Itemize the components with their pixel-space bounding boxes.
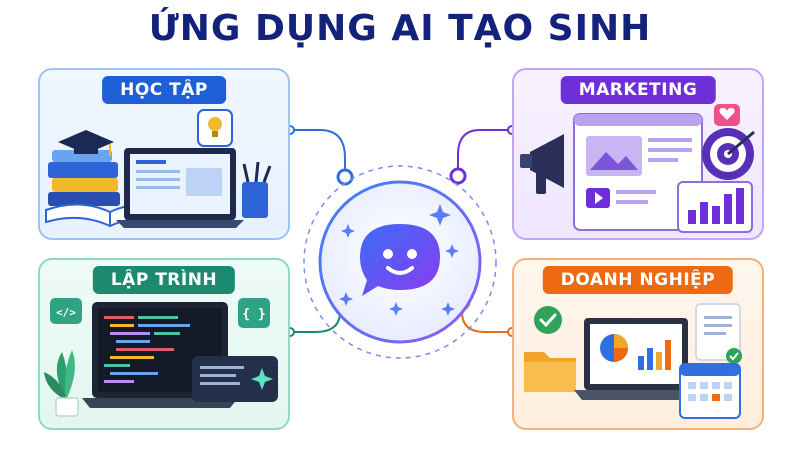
check-circle-icon <box>534 306 562 334</box>
book-stack-icon <box>48 150 120 206</box>
panel-lap-trinh: </> { } <box>38 258 290 430</box>
panel-marketing: MARKETING <box>512 68 764 240</box>
folder-icon <box>524 352 576 392</box>
sparkle-icon <box>339 204 459 316</box>
panel-label-marketing: MARKETING <box>560 76 716 104</box>
sparkle-icon <box>251 368 273 390</box>
calendar-icon <box>679 363 741 419</box>
panel-label-doanh-nghiep: DOANH NGHIỆP <box>542 266 734 294</box>
laptop-icon <box>116 148 244 228</box>
outer-dashed-ring <box>303 165 497 359</box>
marketing-illustration <box>520 104 755 233</box>
growth-chart-icon <box>677 181 753 233</box>
programming-illustration: </> { } <box>44 298 278 417</box>
code-badge-icon: </> <box>50 298 82 324</box>
center-hub <box>303 165 497 359</box>
megaphone-icon <box>520 134 564 194</box>
business-illustration <box>524 303 742 419</box>
browser-window-icon <box>573 113 703 231</box>
target-icon <box>702 128 755 180</box>
svg-text:</>: </> <box>56 306 76 319</box>
lightbulb-icon <box>197 109 233 147</box>
panel-doanh-nghiep: DOANH NGHIỆP <box>512 258 764 430</box>
panel-label-hoc-tap: HỌC TẬP <box>102 76 226 104</box>
page-title: ỨNG DỤNG AI TẠO SINH <box>148 8 652 49</box>
plant-icon <box>44 350 79 417</box>
braces-badge-icon: { } <box>238 298 270 328</box>
play-icon <box>595 192 603 204</box>
panel-label-lap-trinh: LẬP TRÌNH <box>92 266 236 294</box>
code-window-icon <box>192 356 278 402</box>
panel-hoc-tap: HỌC TẬP <box>38 68 290 240</box>
document-icon <box>695 303 742 364</box>
graduation-cap-icon <box>58 130 114 156</box>
study-illustration <box>45 109 272 228</box>
laptop-dashboard-icon <box>574 318 698 400</box>
svg-text:{ }: { } <box>242 307 265 322</box>
pencil-cup-icon <box>242 161 272 218</box>
heart-icon <box>714 104 740 126</box>
ai-chat-bubble-icon <box>360 224 440 296</box>
